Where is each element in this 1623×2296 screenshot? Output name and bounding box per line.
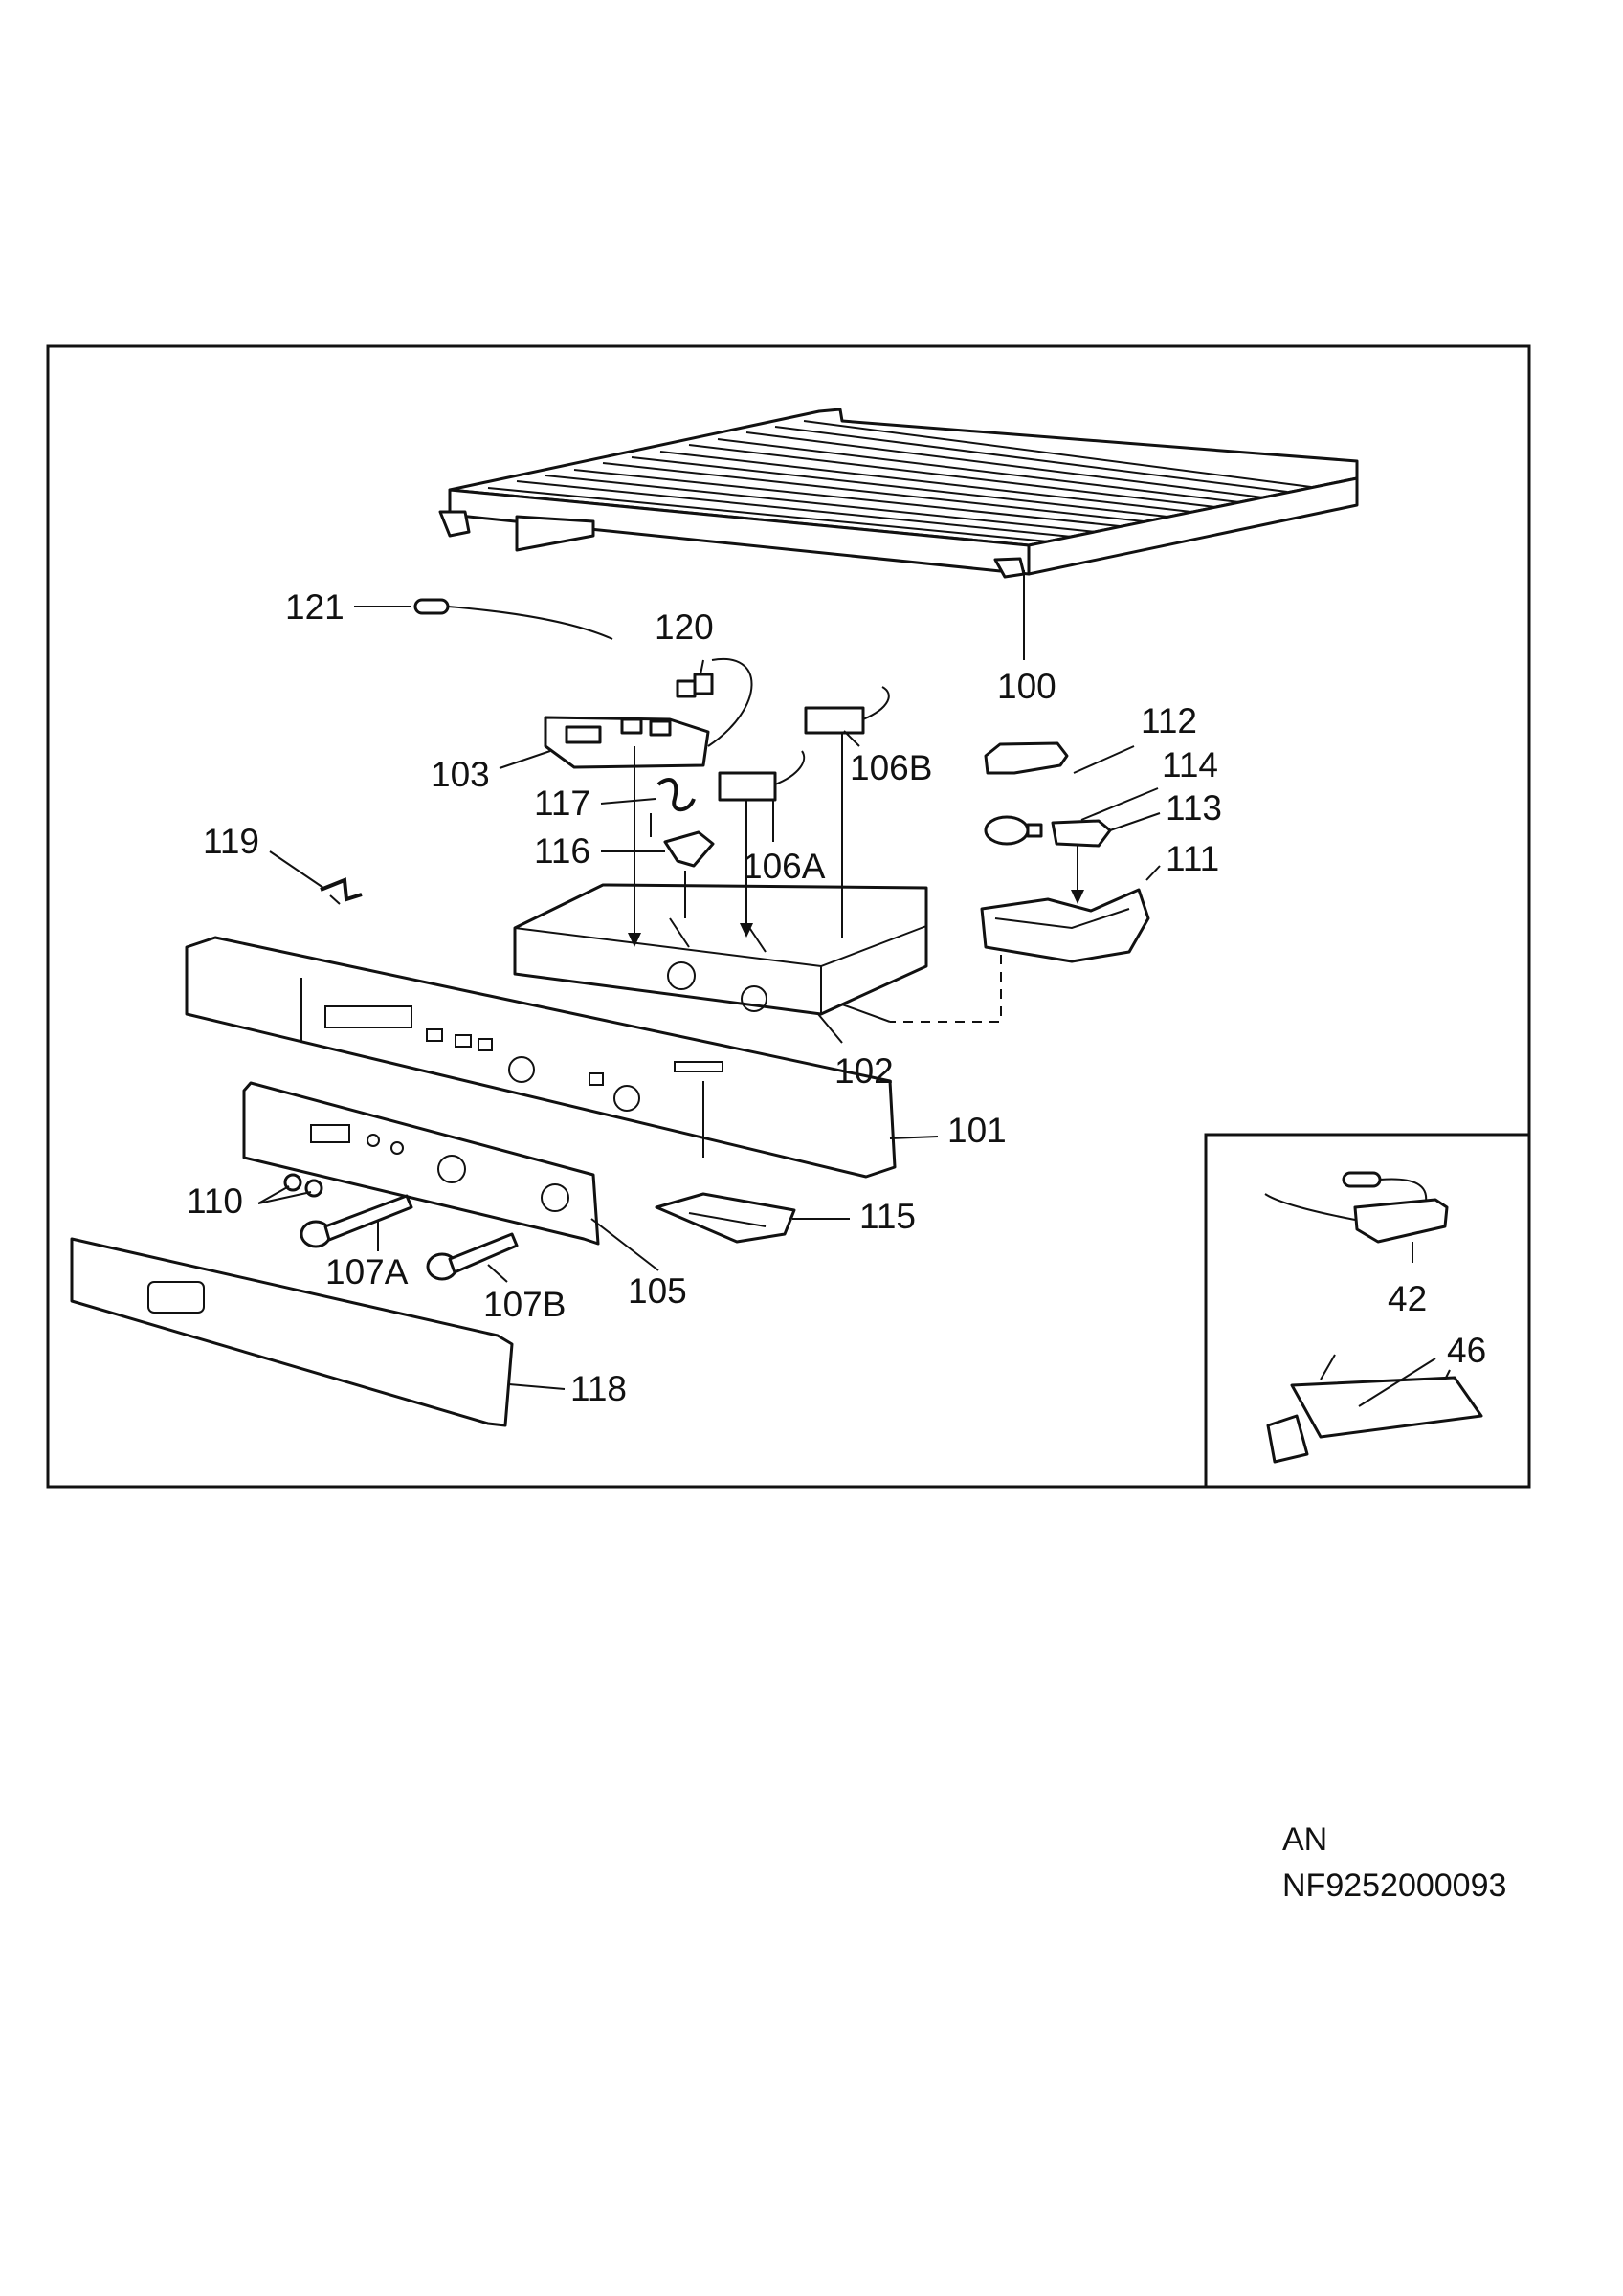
main-frame	[46, 344, 1531, 1489]
small-knobs-part	[283, 1173, 323, 1198]
label-119: 119	[203, 822, 259, 861]
mounting-bracket-part	[1266, 1354, 1483, 1464]
label-106a: 106A	[743, 847, 826, 886]
footer-number: NF9252000093	[1282, 1867, 1507, 1904]
bracket-part	[663, 830, 715, 868]
shelf-part	[438, 408, 1359, 579]
label-120: 120	[655, 607, 714, 647]
label-106b: 106B	[850, 748, 932, 787]
thermostat-106b-part	[804, 686, 890, 735]
label-107b: 107B	[483, 1285, 566, 1324]
label-115: 115	[859, 1197, 916, 1236]
label-117: 117	[534, 784, 590, 823]
footer-code: AN	[1282, 1821, 1328, 1858]
connector-part	[676, 657, 753, 747]
thermostat-106a-part	[718, 750, 806, 802]
label-118: 118	[570, 1369, 627, 1408]
front-trim-part	[70, 1237, 514, 1427]
lamp-cover-part	[984, 741, 1069, 775]
label-110: 110	[187, 1181, 243, 1221]
lamp-holder-part	[980, 888, 1150, 963]
spring-clip-part	[656, 778, 696, 812]
label-112: 112	[1141, 701, 1197, 740]
label-116: 116	[534, 831, 590, 871]
label-114: 114	[1162, 745, 1218, 784]
label-111: 111	[1166, 839, 1219, 878]
label-42: 42	[1388, 1279, 1427, 1318]
sensor-probe-part	[413, 598, 613, 640]
part-labels: 121 120 100 112 114 113 111 106B 103 117…	[187, 587, 1486, 1408]
shaft-107a-part	[300, 1194, 413, 1248]
label-121: 121	[285, 587, 345, 627]
fascia-panel-part	[242, 1081, 600, 1246]
torsion-spring-part	[320, 877, 363, 902]
label-100: 100	[997, 667, 1056, 706]
leader-lines	[257, 570, 1436, 1407]
lamp-socket-part	[1051, 819, 1112, 848]
label-105: 105	[628, 1271, 687, 1311]
control-housing-part	[513, 883, 928, 1016]
label-107a: 107A	[325, 1252, 409, 1292]
sensor-module-part	[1264, 1171, 1449, 1244]
inset-frame	[1204, 1133, 1529, 1487]
control-module-part	[544, 716, 710, 769]
label-102: 102	[834, 1051, 894, 1091]
label-113: 113	[1166, 788, 1222, 828]
control-panel-part	[185, 936, 897, 1179]
shaft-107b-part	[426, 1232, 519, 1281]
label-101: 101	[947, 1111, 1007, 1150]
label-46: 46	[1447, 1331, 1486, 1370]
lamp-bulb-part	[984, 815, 1043, 846]
label-103: 103	[431, 755, 490, 794]
filter-cover-part	[655, 1192, 796, 1244]
